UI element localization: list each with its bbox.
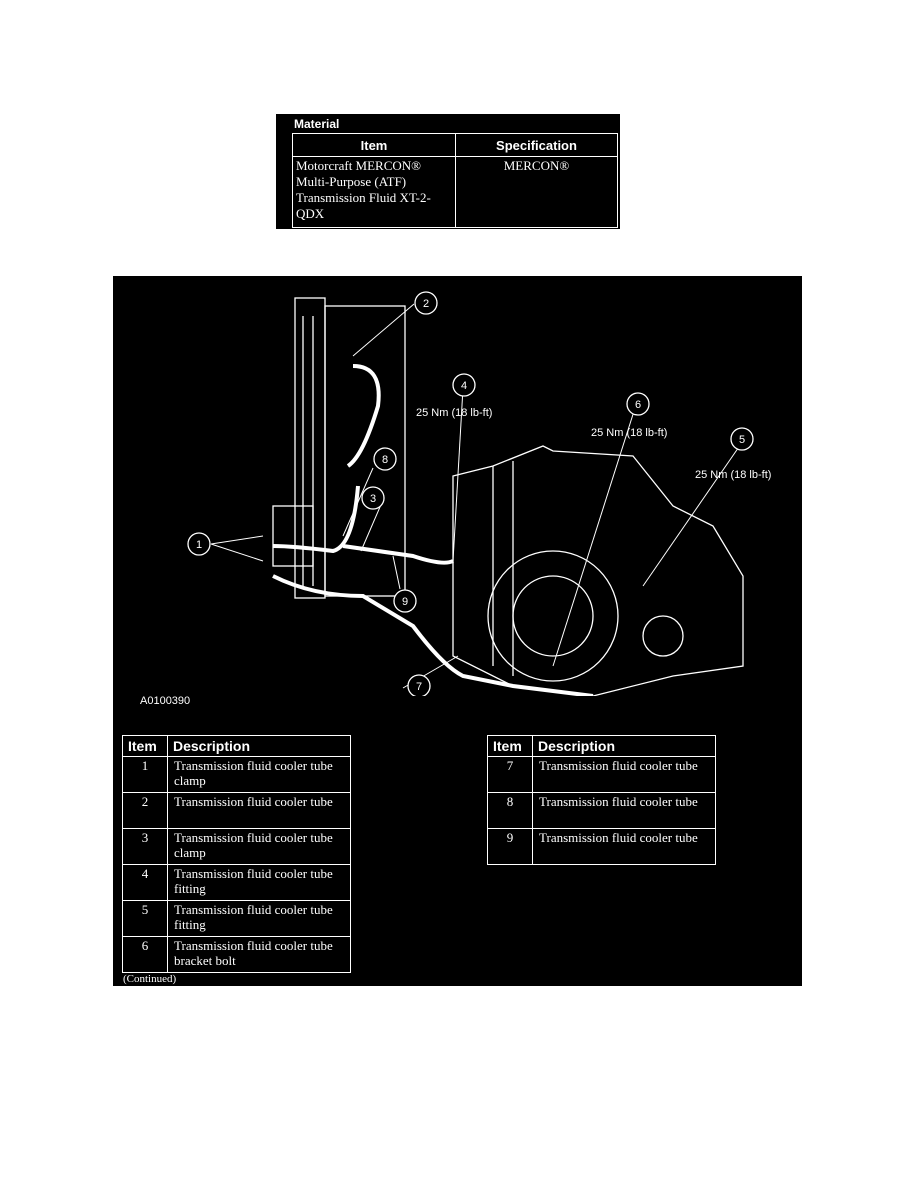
callout-5 [730, 427, 754, 451]
header-item: Item [487, 735, 533, 757]
svg-text:9: 9 [402, 596, 408, 608]
item-number: 1 [122, 756, 168, 793]
figure-panel: 1 2 3 4 5 6 7 8 9 25 Nm (18 lb-ft) 25 Nm… [113, 276, 802, 986]
item-description: Transmission fluid cooler tube [167, 792, 351, 829]
torque-label-5: 25 Nm (18 lb-ft) [695, 469, 772, 481]
header-description: Description [167, 735, 351, 757]
item-number: 9 [487, 828, 533, 865]
header-description: Description [532, 735, 716, 757]
item-description: Transmission fluid cooler tube clamp [167, 756, 351, 793]
callout-3 [361, 486, 385, 510]
item-number: 7 [487, 756, 533, 793]
callout-1 [187, 532, 211, 556]
table-row: Motorcraft MERCON® Multi-Purpose (ATF) T… [292, 156, 618, 228]
cooler-tubes [272, 364, 594, 696]
callout-7 [407, 674, 431, 696]
callout-6 [626, 392, 650, 416]
item-description: Transmission fluid cooler tube fitting [167, 864, 351, 901]
transmission-illustration [452, 445, 744, 696]
item-description: Transmission fluid cooler tube bracket b… [167, 936, 351, 973]
svg-text:5: 5 [739, 434, 745, 446]
item-number: 4 [122, 864, 168, 901]
item-description: Transmission fluid cooler tube [532, 792, 716, 829]
item-number: 2 [122, 792, 168, 829]
item-description: Transmission fluid cooler tube [532, 828, 716, 865]
svg-text:2: 2 [423, 298, 429, 310]
item-description: Transmission fluid cooler tube fitting [167, 900, 351, 937]
header-specification: Specification [455, 133, 618, 157]
transmission-cooler-diagram: 1 2 3 4 5 6 7 8 9 [187, 291, 754, 696]
continued-note: (Continued) [123, 973, 177, 985]
torque-label-4: 25 Nm (18 lb-ft) [416, 407, 493, 419]
spec-cell: MERCON® [455, 156, 618, 228]
svg-text:7: 7 [416, 681, 422, 693]
torque-label-6: 25 Nm (18 lb-ft) [591, 427, 668, 439]
callout-lines [210, 303, 744, 689]
callout-2 [414, 291, 438, 315]
item-number: 3 [122, 828, 168, 865]
item-description: Transmission fluid cooler tube [532, 756, 716, 793]
svg-text:4: 4 [461, 380, 467, 392]
svg-text:3: 3 [370, 493, 376, 505]
item-number: 6 [122, 936, 168, 973]
material-title: Material [294, 117, 340, 131]
item-number: 8 [487, 792, 533, 829]
callout-9 [393, 589, 417, 613]
svg-text:8: 8 [382, 454, 388, 466]
header-item: Item [122, 735, 168, 757]
item-cell: Motorcraft MERCON® Multi-Purpose (ATF) T… [292, 156, 456, 228]
figure-id: A0100390 [140, 695, 191, 707]
callout-label: 1 [196, 539, 202, 551]
callout-4 [452, 373, 476, 397]
item-number: 5 [122, 900, 168, 937]
item-description: Transmission fluid cooler tube clamp [167, 828, 351, 865]
header-item: Item [292, 133, 456, 157]
svg-text:6: 6 [635, 399, 641, 411]
callout-8 [373, 447, 397, 471]
